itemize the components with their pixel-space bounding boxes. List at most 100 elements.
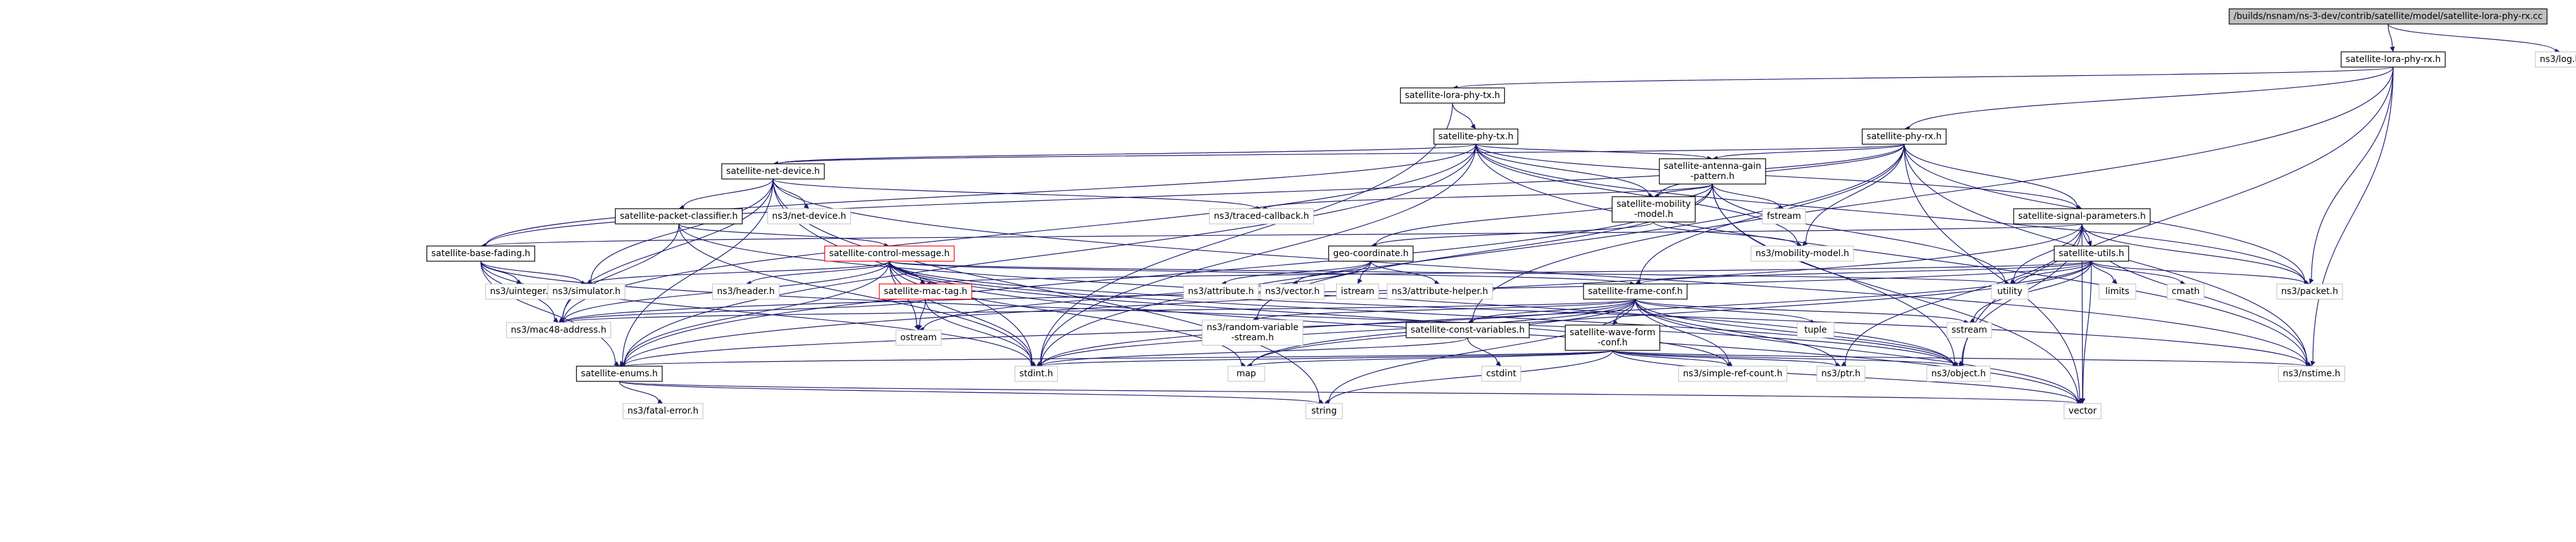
node-label: -model.h [1634, 209, 1673, 219]
node-box [1583, 283, 1688, 300]
node-box [576, 366, 663, 382]
node-enums-h[interactable]: satellite-enums.h [576, 366, 663, 382]
node-mobmodel: ns3/mobility-model.h [1750, 245, 1854, 262]
node-label: sstream [1952, 325, 1987, 335]
node-fstream: fstream [1762, 208, 1806, 225]
edge-frameconf_h-to-simplerefcount [1635, 299, 1730, 364]
edge-pktclass_h-to-mac48 [562, 223, 679, 319]
node-label: ns3/vector.h [1265, 286, 1320, 297]
node-label: ns3/random-variable [1206, 323, 1298, 333]
node-geo-h[interactable]: geo-coordinate.h [1328, 245, 1414, 262]
node-label: satellite-mobility [1616, 199, 1690, 209]
node-istream: istream [1336, 283, 1379, 300]
edge-mactag_h-to-mac48 [563, 299, 926, 323]
edge-lora_rx_h-to-constvar_h [1472, 66, 2394, 321]
node-sigparam-h[interactable]: satellite-signal-parameters.h [2013, 208, 2151, 225]
node-constvar-h[interactable]: satellite-const-variables.h [1406, 322, 1530, 338]
node-label: ns3/simulator.h [552, 286, 621, 297]
node-lora-tx-h[interactable]: satellite-lora-phy-tx.h [1400, 87, 1505, 104]
edge-mobility_h-to-mobmodel [1653, 221, 1798, 246]
edge-lora_rx_h-to-lora_tx_h [1457, 66, 2394, 89]
edge-netdev_h-to-pktclass_h [683, 178, 774, 207]
node-pktclass-h[interactable]: satellite-packet-classifier.h [615, 208, 743, 225]
node-simulator: ns3/simulator.h [547, 283, 626, 300]
node-box [506, 322, 611, 338]
edge-ctrlmsg_h-to-nstime [889, 261, 2307, 366]
edge-phy_tx_h-to-basefading_h [485, 144, 1477, 246]
node-box [1183, 283, 1259, 300]
edge-utils_h-to-mactag_h [930, 261, 2092, 285]
node-box [1328, 245, 1414, 262]
node-utils-h[interactable]: satellite-utils.h [2053, 245, 2129, 262]
node-label: ns3/nstime.h [2283, 369, 2341, 379]
arrowhead [803, 203, 809, 209]
node-waveform-h[interactable]: satellite-wave-form-conf.h [1564, 324, 1661, 351]
arrowhead [1495, 360, 1501, 366]
edge-pktclass_h-to-ctrlmsg_h [678, 223, 885, 246]
node-box [1336, 283, 1379, 300]
node-label: cstdint [1486, 369, 1516, 379]
edge-sigparam_h-to-utility [2013, 223, 2083, 281]
edge-waveform_h-to-map [1251, 350, 1613, 367]
node-root[interactable]: /builds/nsnam/ns-3-dev/contrib/satellite… [2229, 8, 2548, 25]
node-mobility-h[interactable]: satellite-mobility-model.h [1611, 196, 1696, 223]
node-label: satellite-packet-classifier.h [620, 211, 738, 221]
arrowhead [2112, 278, 2117, 284]
node-label: satellite-const-variables.h [1411, 325, 1525, 335]
node-log: ns3/log.h [2535, 51, 2576, 68]
node-phy-rx-h[interactable]: satellite-phy-rx.h [1862, 128, 1947, 145]
arrowhead [614, 360, 619, 366]
edge-utils_h-to-stdint [1041, 261, 2092, 366]
edge-ctrlmsg_h-to-simplerefcount [889, 261, 1728, 366]
edge-mactag_h-to-stdint [925, 299, 1032, 364]
node-lora-rx-h[interactable]: satellite-lora-phy-rx.h [2341, 51, 2446, 68]
edge-mactag_h-to-ostream [919, 299, 926, 326]
node-label: satellite-antenna-gain [1664, 161, 1761, 171]
node-label: ns3/net-device.h [772, 211, 846, 221]
node-box [1305, 403, 1343, 419]
edge-phy_tx_h-to-packet [1475, 144, 2305, 283]
node-utility: utility [1991, 283, 2029, 300]
node-label: ns3/log.h [2540, 54, 2576, 65]
node-frameconf-h[interactable]: satellite-frame-conf.h [1583, 283, 1688, 300]
node-box [2229, 8, 2548, 25]
node-mac48: ns3/mac48-address.h [506, 322, 611, 338]
edge-phy_tx_h-to-enums_h [624, 144, 1477, 365]
edge-ctrlmsg_h-to-header [750, 261, 890, 284]
node-antenna-h[interactable]: satellite-antenna-gain-pattern.h [1659, 158, 1766, 185]
edge-ctrlmsg_h-to-frameconf_h [889, 261, 1631, 285]
node-box [1797, 322, 1835, 338]
arrowhead [1358, 278, 1363, 284]
edge-sigparam_h-to-basefading_h [485, 223, 2083, 247]
edge-sigparam_h-to-packet [2081, 223, 2305, 283]
node-ctrlmsg-h[interactable]: satellite-control-message.h [824, 245, 955, 262]
edge-netdev_h-to-netdevice [772, 178, 806, 206]
node-box [824, 245, 955, 262]
node-sstream: sstream [1947, 322, 1992, 338]
edge-antenna_h-to-mobility_h [1658, 183, 1713, 196]
arrowhead [1613, 319, 1618, 325]
node-label: satellite-control-message.h [829, 249, 950, 259]
node-label: ostream [900, 333, 937, 343]
node-phy-tx-h[interactable]: satellite-phy-tx.h [1434, 128, 1518, 145]
node-box [1227, 366, 1265, 382]
node-label: ns3/attribute-helper.h [1392, 286, 1489, 297]
node-string: string [1305, 403, 1343, 419]
edge-enums_h-to-vector [619, 381, 2078, 404]
node-mactag-h[interactable]: satellite-mac-tag.h [879, 283, 972, 300]
node-label: -pattern.h [1690, 171, 1735, 182]
edge-phy_tx_h-to-netdev_h [777, 144, 1477, 164]
node-basefading-h[interactable]: satellite-base-fading.h [426, 245, 535, 262]
node-label: satellite-base-fading.h [431, 249, 531, 259]
node-attrhelper: ns3/attribute-helper.h [1387, 283, 1493, 300]
edge-frameconf_h-to-vector [1635, 299, 2078, 403]
arrowhead [2076, 204, 2082, 210]
node-netdev-h[interactable]: satellite-net-device.h [721, 163, 825, 180]
node-box [1387, 283, 1493, 300]
node-stdint: stdint.h [1014, 366, 1058, 382]
node-box [622, 403, 703, 419]
node-randvar: ns3/random-variable-stream.h [1201, 319, 1304, 346]
node-label: utility [1997, 286, 2022, 297]
node-simplerefcount: ns3/simple-ref-count.h [1678, 366, 1788, 382]
edge-phy_tx_h-to-nstime [1475, 144, 2307, 365]
